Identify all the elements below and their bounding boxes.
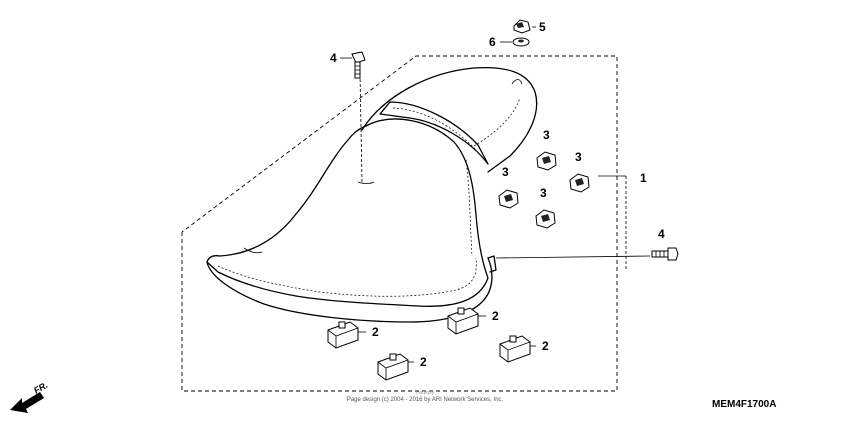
callout-washer[interactable]: 6 xyxy=(489,35,496,49)
cap-nut-part[interactable] xyxy=(513,19,531,34)
top-bolt-part[interactable] xyxy=(351,51,366,79)
callout-rubber-c[interactable]: 2 xyxy=(420,355,427,369)
rubber-part-c[interactable] xyxy=(377,353,409,381)
assembly-frame xyxy=(181,55,618,392)
nut-part-b[interactable] xyxy=(569,173,590,193)
nut-part-a[interactable] xyxy=(536,151,557,171)
front-direction-indicator: FR. xyxy=(10,380,50,413)
copyright-text: Page design (c) 2004 - 2016 by ARI Netwo… xyxy=(347,397,504,403)
callout-nut-b[interactable]: 3 xyxy=(575,150,582,164)
rubber-part-d[interactable] xyxy=(499,335,531,363)
diagram-code: MEM4F1700A xyxy=(712,399,776,410)
callout-nut-c[interactable]: 3 xyxy=(502,165,509,179)
callout-rubber-a[interactable]: 2 xyxy=(372,325,379,339)
nut-part-c[interactable] xyxy=(498,189,519,209)
callout-cap-nut[interactable]: 5 xyxy=(539,20,546,34)
callout-rubber-d[interactable]: 2 xyxy=(542,339,549,353)
callout-labels: 1 2 2 2 2 3 3 3 3 4 4 5 6 xyxy=(330,20,665,369)
rubber-part-b[interactable] xyxy=(447,307,479,335)
callout-leaders xyxy=(340,26,536,363)
callout-bolt-side[interactable]: 4 xyxy=(658,227,665,241)
seat[interactable] xyxy=(206,66,538,323)
callout-nut-d[interactable]: 3 xyxy=(540,186,547,200)
watermark-text: Hadeply xyxy=(416,390,435,396)
side-bolt-part[interactable] xyxy=(651,247,679,261)
front-arrow-icon xyxy=(10,392,44,413)
callout-bolt-top[interactable]: 4 xyxy=(330,51,337,65)
callout-nut-a[interactable]: 3 xyxy=(543,128,550,142)
front-direction-label: FR. xyxy=(32,380,50,396)
washer-part[interactable] xyxy=(512,37,530,47)
leader-lines xyxy=(359,73,651,270)
nut-part-d[interactable] xyxy=(535,209,556,229)
callout-rubber-b[interactable]: 2 xyxy=(492,309,499,323)
rubber-part-a[interactable] xyxy=(327,321,359,349)
callout-seat[interactable]: 1 xyxy=(640,171,647,185)
